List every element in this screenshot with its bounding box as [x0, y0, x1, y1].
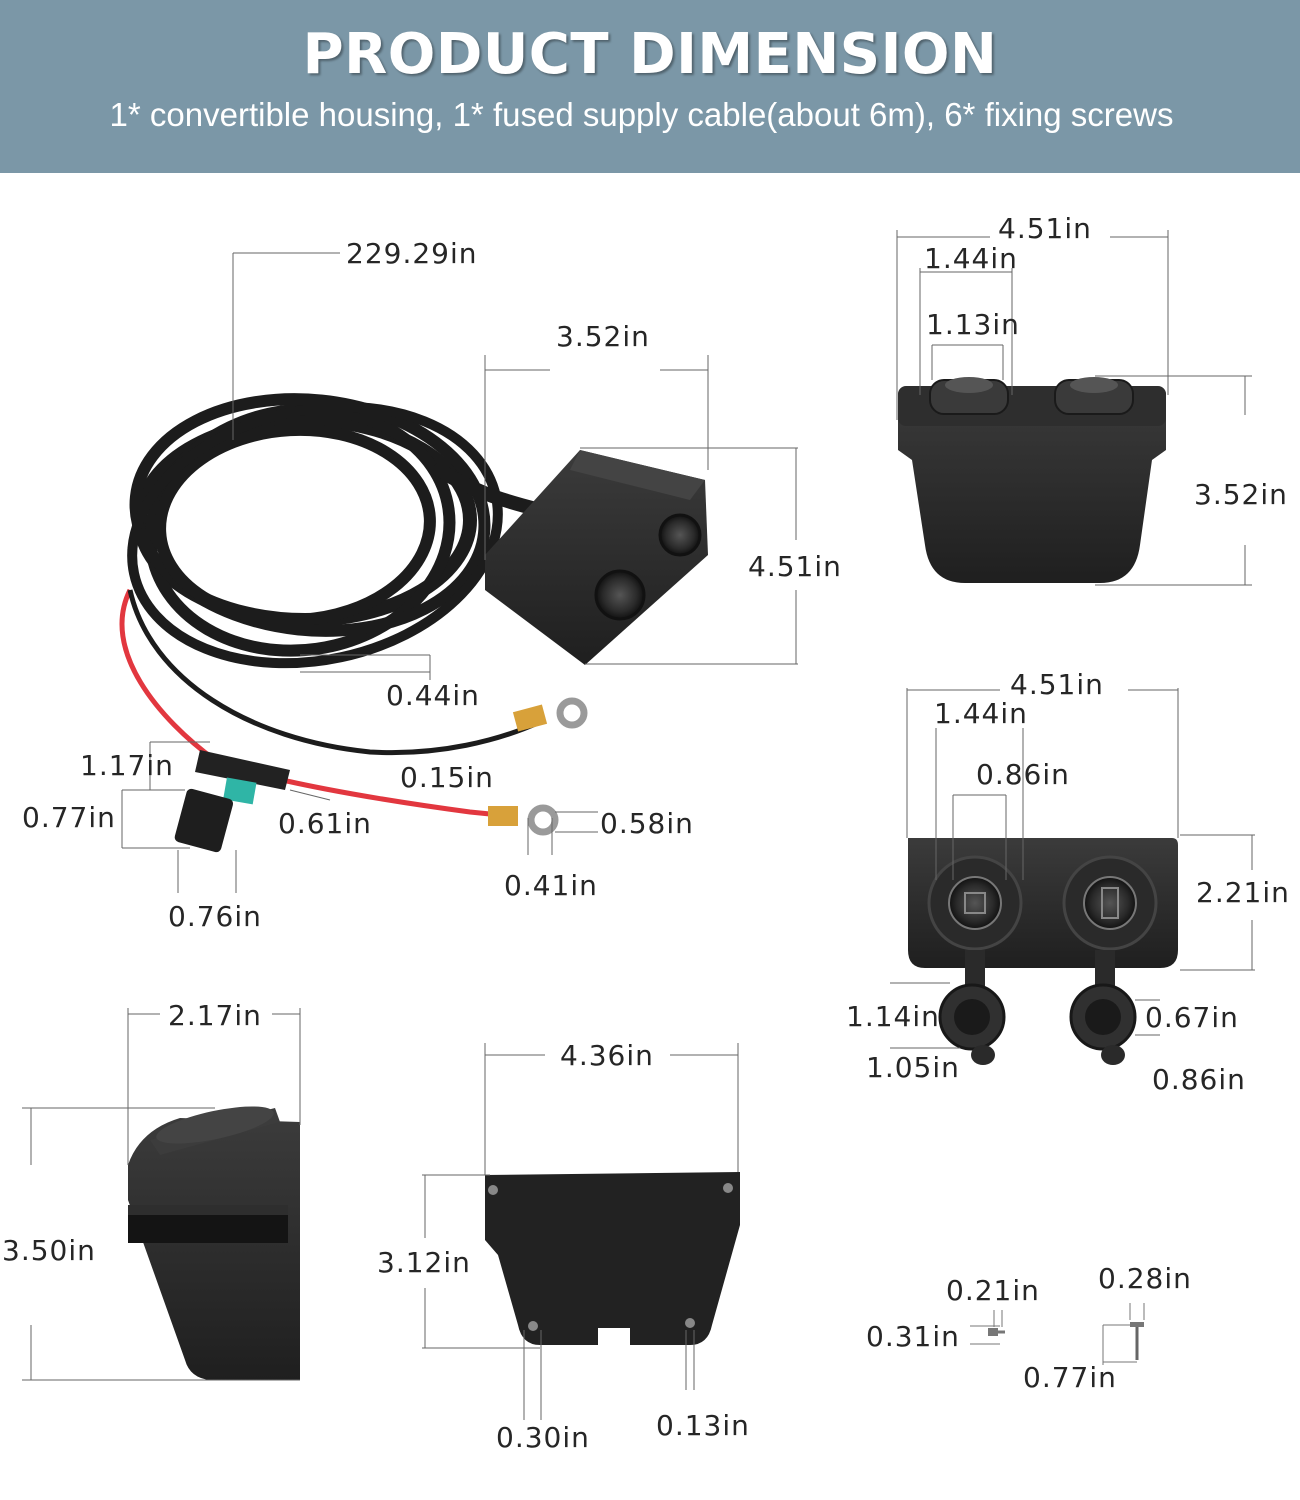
cable-assembly-drawing	[119, 252, 798, 893]
coiled-cable	[127, 393, 547, 669]
dim-cap-height: 1.05in	[866, 1051, 960, 1084]
top-view-drawing	[896, 230, 1252, 586]
dim-ring-inner: 0.41in	[504, 869, 598, 902]
dim-housing-height: 4.51in	[748, 550, 842, 583]
dim-top-height: 3.52in	[1194, 478, 1288, 511]
ring-terminal-red	[488, 804, 559, 836]
dim-plate-hole: 0.30in	[496, 1421, 590, 1454]
dim-long-screw-head: 0.28in	[1098, 1262, 1192, 1295]
dim-front-socket-spacing: 1.44in	[934, 697, 1028, 730]
dim-cap-depth: 0.86in	[1152, 1063, 1246, 1096]
fuse-holder	[174, 750, 290, 853]
screws-drawing	[970, 1303, 1145, 1365]
front-view-drawing	[890, 688, 1255, 1065]
black-wire	[127, 589, 542, 756]
dim-cap-inner: 0.67in	[1145, 1001, 1239, 1034]
dim-cable-length: 229.29in	[346, 237, 478, 270]
dim-top-socket-diameter: 1.13in	[926, 308, 1020, 341]
dim-cable-diameter: 0.44in	[386, 679, 480, 712]
header-banner: PRODUCT DIMENSION 1* convertible housing…	[0, 0, 1300, 173]
package-contents: 1* convertible housing, 1* fused supply …	[109, 96, 1174, 133]
dim-top-total-width: 4.51in	[998, 212, 1092, 245]
cable-dimension-lines	[121, 252, 798, 893]
dim-fuse-width: 0.77in	[22, 801, 116, 834]
housing-angled	[485, 450, 708, 665]
dim-plate-hole-small: 0.13in	[656, 1409, 750, 1442]
ring-terminal-black	[512, 697, 588, 732]
side-view-drawing	[22, 1008, 301, 1381]
dim-side-depth: 2.17in	[168, 999, 262, 1032]
dim-fuse-holder: 0.61in	[278, 807, 372, 840]
dim-plate-width: 4.36in	[560, 1039, 654, 1072]
dim-housing-width: 3.52in	[556, 320, 650, 353]
dim-front-total-width: 4.51in	[1010, 668, 1104, 701]
dim-long-screw-length: 0.77in	[1023, 1361, 1117, 1394]
mounting-plate-drawing	[422, 1043, 740, 1420]
dim-plate-height: 3.12in	[377, 1246, 471, 1279]
dim-side-height: 3.50in	[2, 1234, 96, 1267]
dim-screw-head: 0.21in	[946, 1274, 1040, 1307]
dim-ring-outer: 0.58in	[600, 807, 694, 840]
dim-screw-length: 0.31in	[866, 1320, 960, 1353]
dim-black-wire: 0.15in	[400, 761, 494, 794]
dim-front-inner-diameter: 0.86in	[976, 758, 1070, 791]
dim-front-panel-height: 2.21in	[1196, 876, 1290, 909]
page-title: PRODUCT DIMENSION	[302, 22, 998, 87]
dim-top-socket-spacing: 1.44in	[924, 242, 1018, 275]
dim-fuse-length: 1.17in	[80, 749, 174, 782]
dim-cap-width: 1.14in	[846, 1000, 940, 1033]
dim-fuse-cap: 0.76in	[168, 900, 262, 933]
